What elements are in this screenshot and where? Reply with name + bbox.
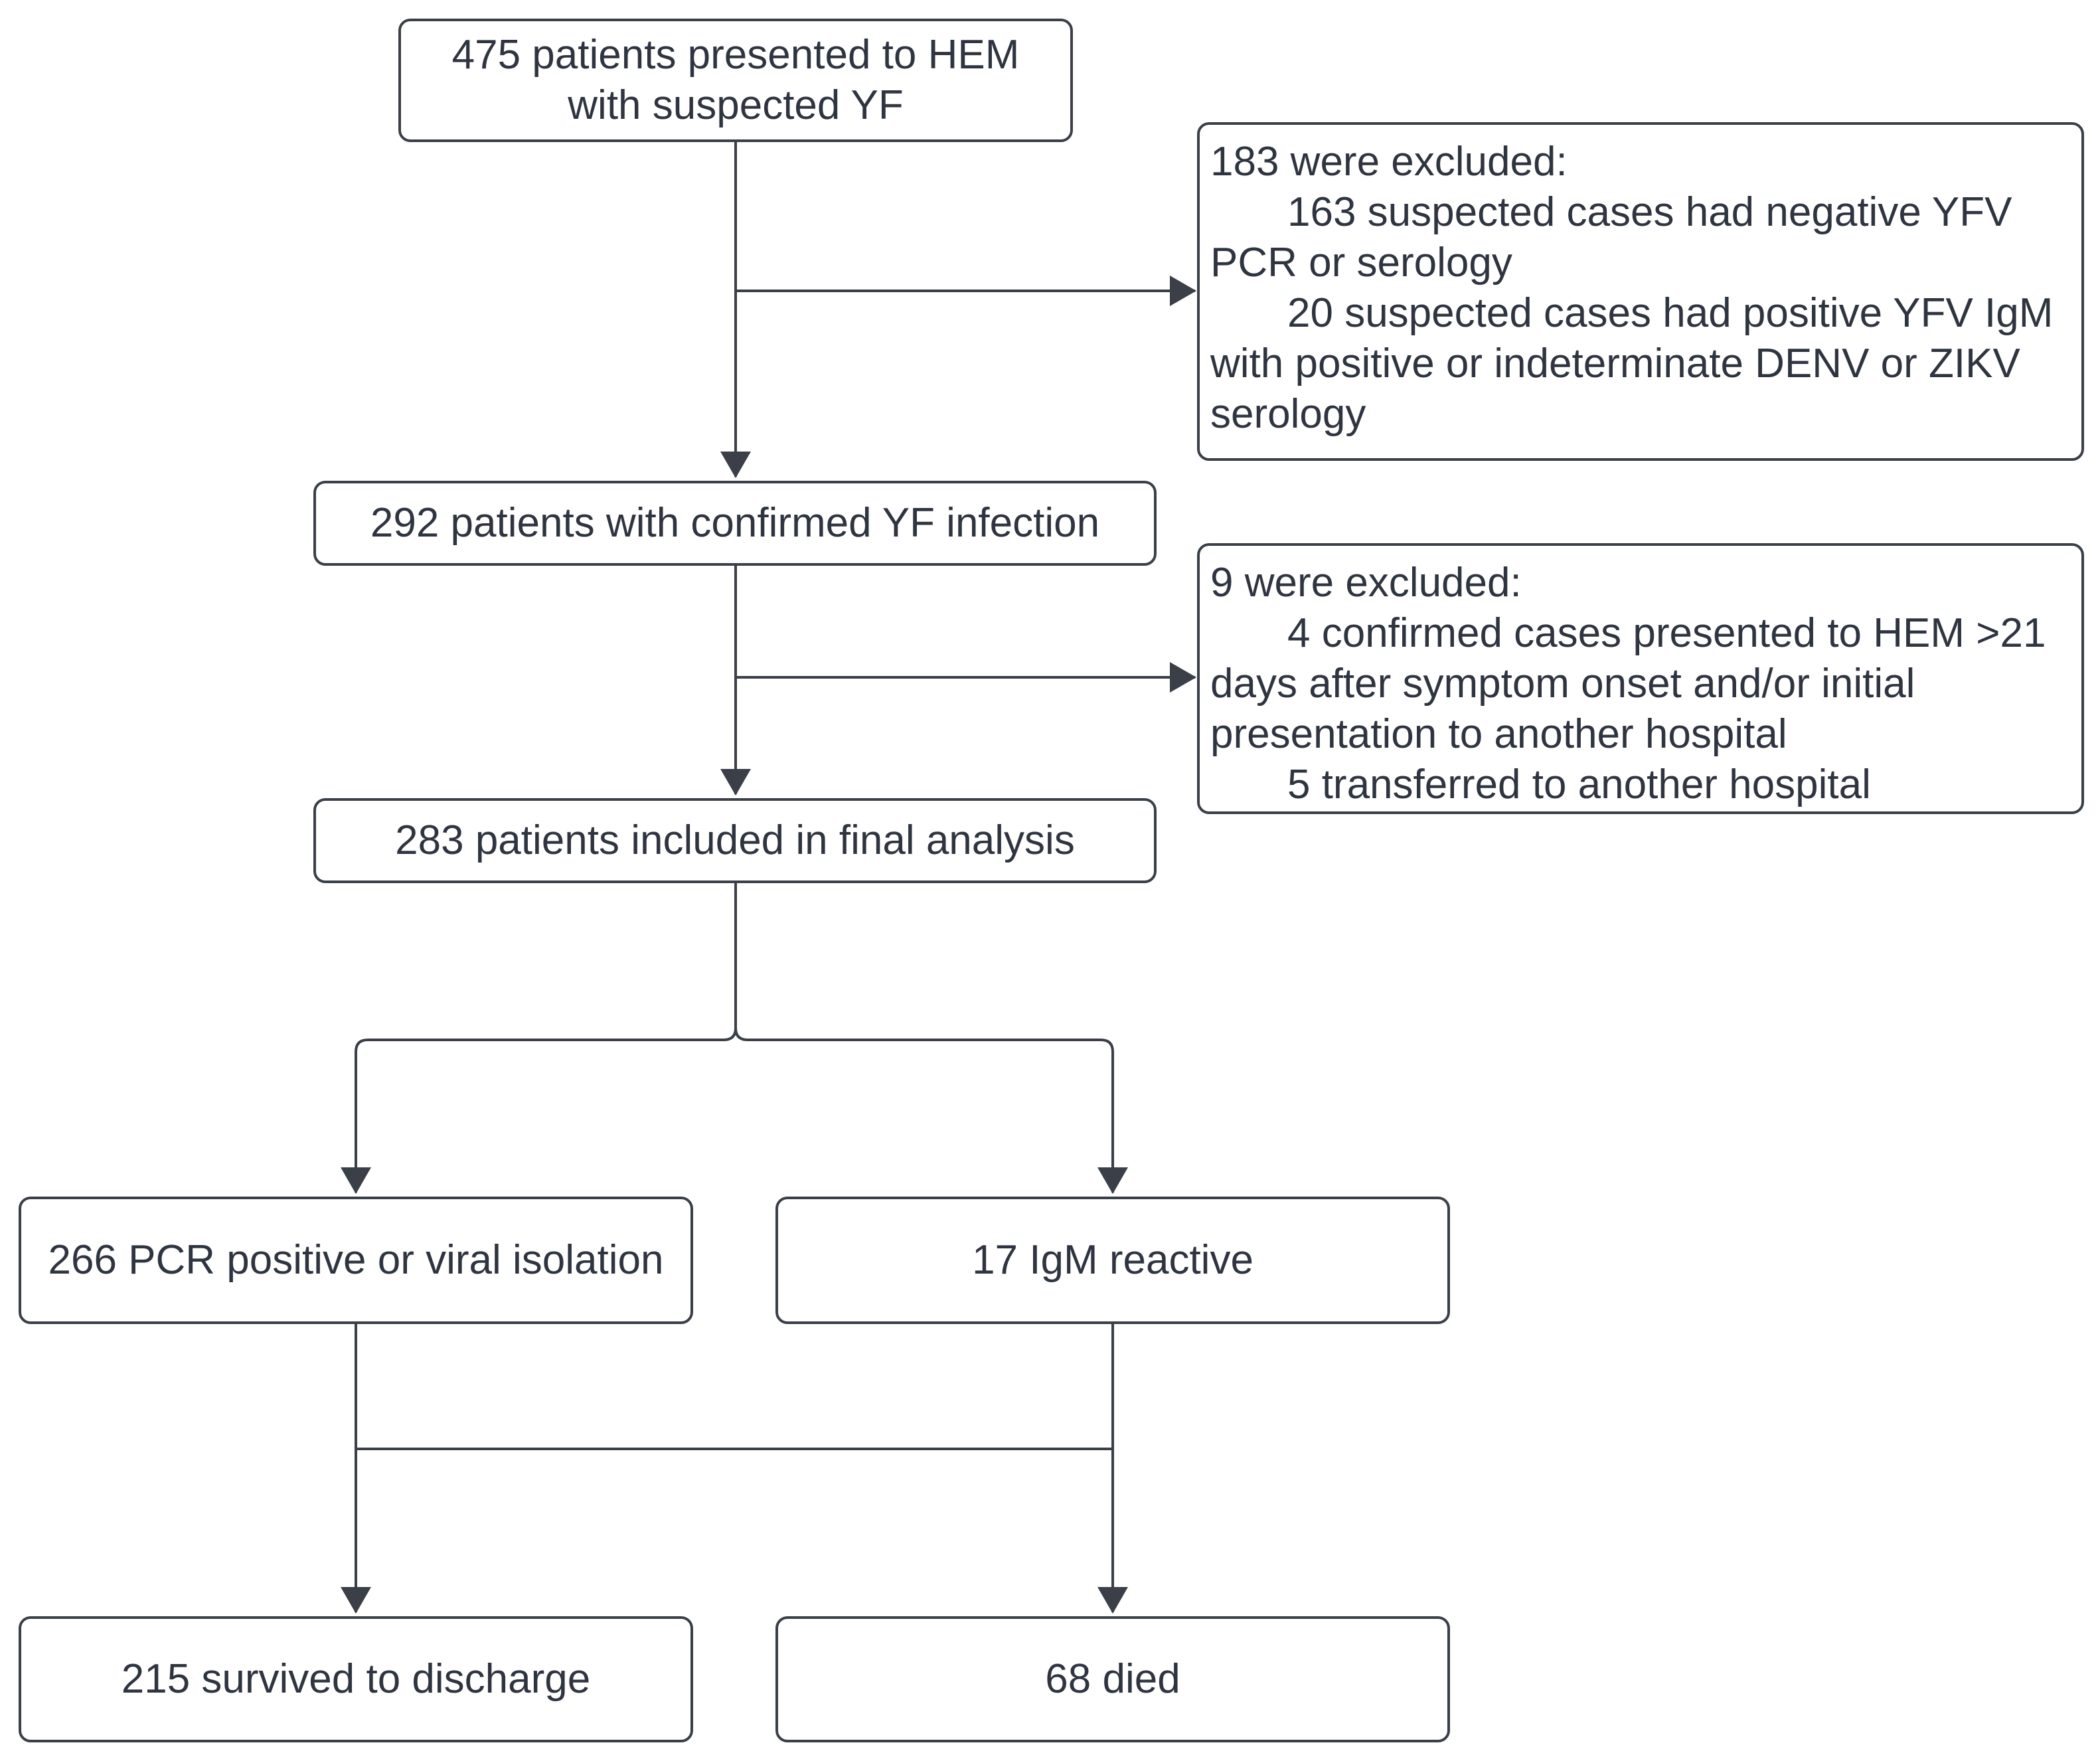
exclusion-1-heading: 183 were excluded:	[1210, 139, 1568, 185]
survived-label: 215 survived to discharge	[121, 1656, 591, 1702]
screened-box: 475 patients presented to HEM with suspe…	[398, 19, 1073, 142]
pcr-box: 266 PCR positive or viral isolation	[19, 1197, 693, 1324]
igm-label: 17 IgM reactive	[972, 1237, 1253, 1283]
exclusion-2-line: presentation to another hospital	[1210, 711, 1787, 757]
died-box: 68 died	[775, 1616, 1450, 1742]
exclusion-2-heading: 9 were excluded:	[1210, 560, 1522, 606]
exclusion-2-line: 5 transferred to another hospital	[1287, 762, 1871, 807]
exclusion-1-line: with positive or indeterminate DENV or Z…	[1210, 341, 2020, 386]
igm-box: 17 IgM reactive	[775, 1197, 1450, 1324]
exclusion-2-line: 4 confirmed cases presented to HEM >21	[1287, 610, 2046, 656]
connector-included-split	[341, 883, 737, 1194]
exclusion-1-line: PCR or serology	[1210, 240, 1512, 286]
exclusion-1-line: 20 suspected cases had positive YFV IgM	[1287, 290, 2054, 336]
exclusion-box-1: 183 were excluded: 163 suspected cases h…	[1197, 122, 2084, 461]
screened-line-2: with suspected YF	[568, 82, 904, 128]
exclusion-1-line: serology	[1210, 391, 1366, 437]
connector-included-split-right	[734, 1027, 1128, 1194]
confirmed-box: 292 patients with confirmed YF infection	[313, 481, 1157, 566]
pcr-label: 266 PCR positive or viral isolation	[48, 1237, 664, 1283]
exclusion-box-2: 9 were excluded: 4 confirmed cases prese…	[1197, 543, 2084, 814]
screened-line-1: 475 patients presented to HEM	[451, 32, 1020, 78]
included-label: 283 patients included in final analysis	[395, 817, 1075, 863]
exclusion-1-line: 163 suspected cases had negative YFV	[1287, 189, 2012, 235]
died-label: 68 died	[1045, 1656, 1180, 1702]
exclusion-2-line: days after symptom onset and/or initial	[1210, 661, 1915, 707]
survived-box: 215 survived to discharge	[19, 1616, 693, 1742]
included-box: 283 patients included in final analysis	[313, 798, 1157, 883]
confirmed-label: 292 patients with confirmed YF infection	[370, 500, 1100, 546]
